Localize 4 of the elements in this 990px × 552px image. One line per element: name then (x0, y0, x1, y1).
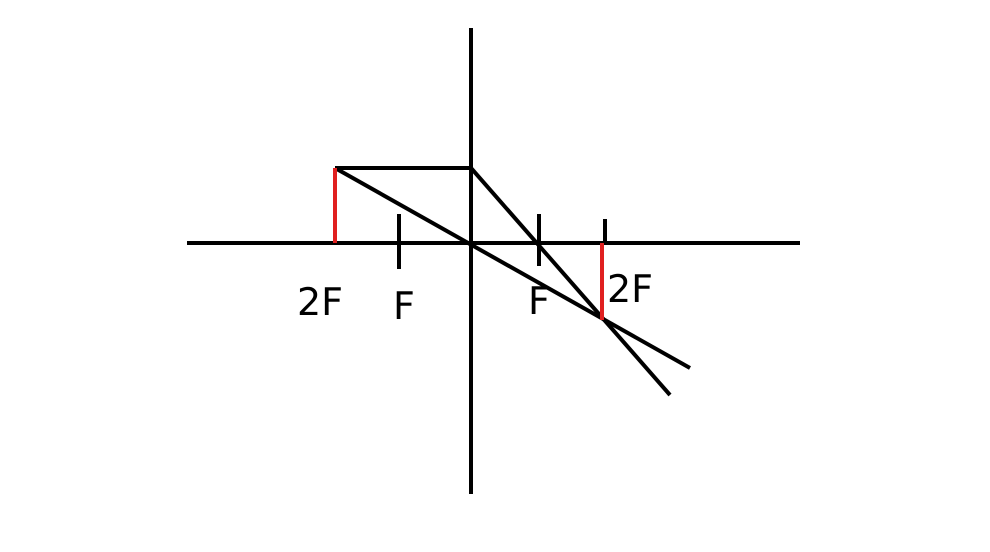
focal-point-label: 2F (607, 270, 654, 308)
focal-point-label: F (393, 287, 415, 325)
focal-point-label: F (528, 282, 550, 320)
focal-point-label: 2F (297, 283, 344, 321)
